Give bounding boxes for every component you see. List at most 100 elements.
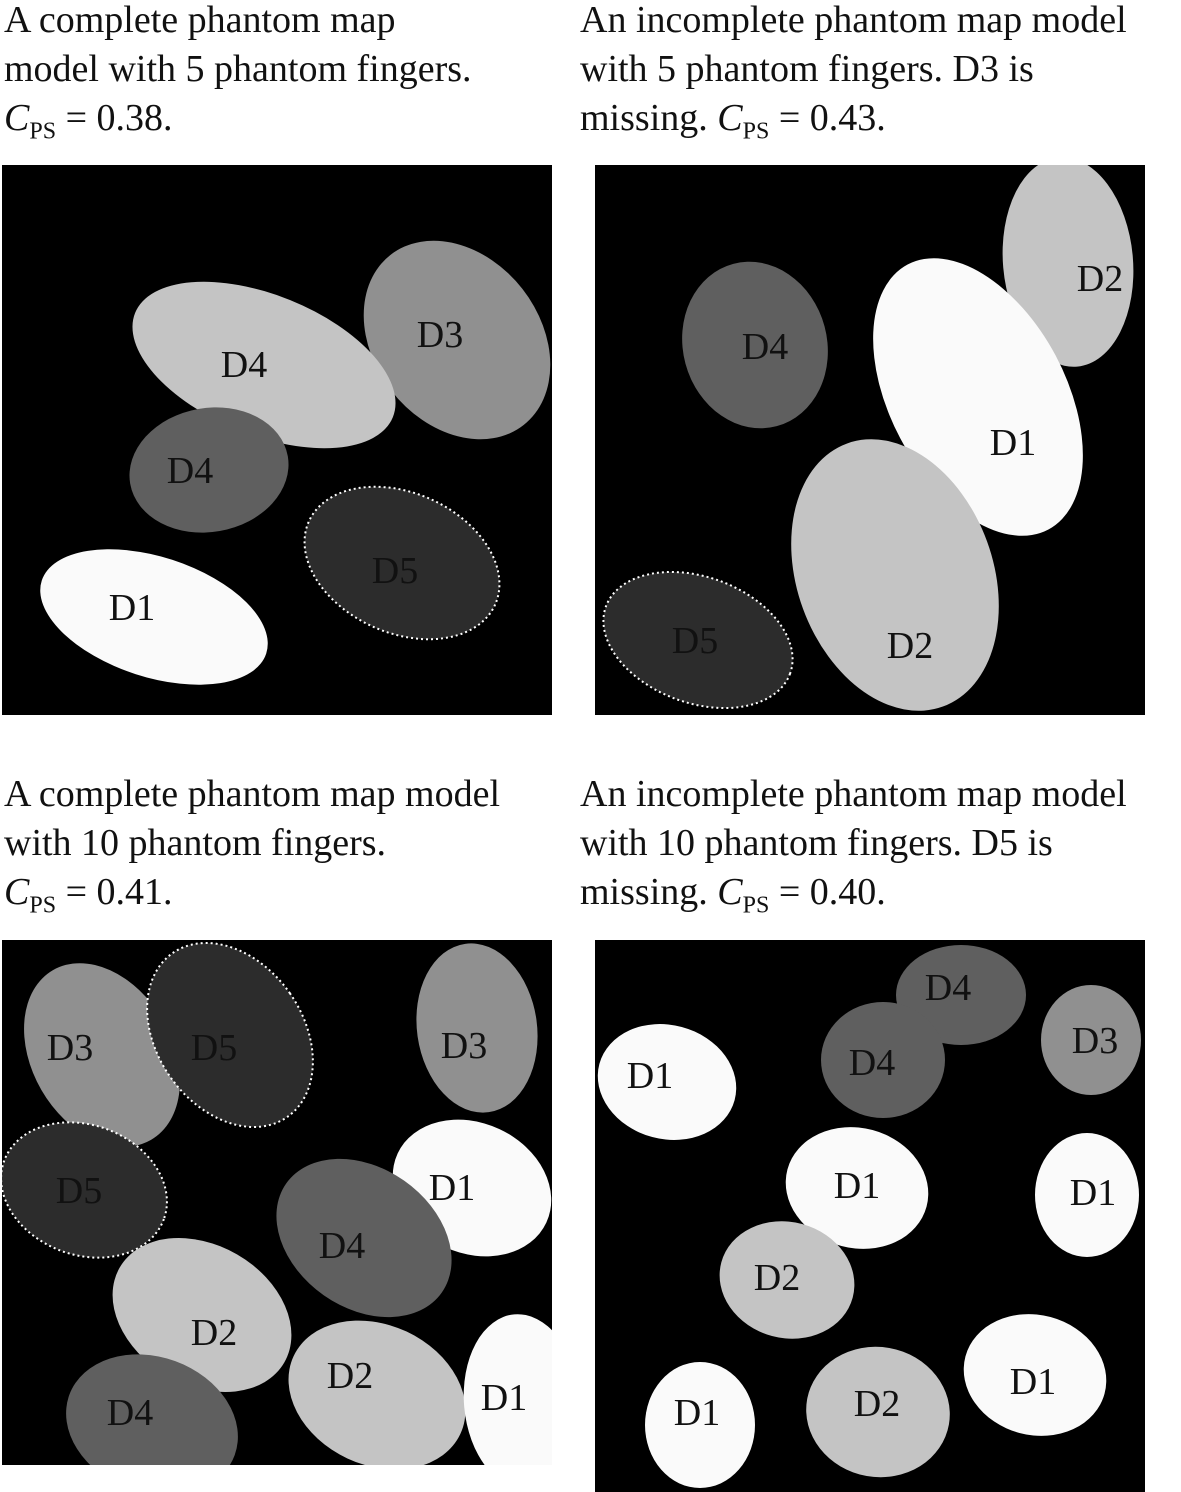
finger-label: D5 <box>56 1170 102 1212</box>
cps-line: CPS = 0.38. <box>4 94 472 157</box>
finger-blob <box>682 261 828 429</box>
finger-label: D1 <box>109 587 155 629</box>
finger-blob <box>1041 985 1141 1095</box>
finger-label: D1 <box>429 1167 475 1209</box>
finger-blob <box>806 1346 950 1478</box>
finger-blob <box>276 1158 452 1318</box>
finger-label: D4 <box>167 450 213 492</box>
caption-line: model with 5 phantom fingers. <box>4 48 472 90</box>
finger-blob <box>363 240 551 440</box>
caption-line: An incomplete phantom map model <box>580 773 1127 815</box>
cps-letter: C <box>4 871 30 913</box>
finger-label: D4 <box>319 1225 365 1267</box>
caption-panel-3: A complete phantom map model with 10 pha… <box>4 770 500 931</box>
finger-blob <box>963 1314 1107 1436</box>
finger-label: D4 <box>925 967 971 1009</box>
cps-prefix: missing. <box>580 871 718 913</box>
cps-letter: C <box>4 97 30 139</box>
finger-label: D3 <box>47 1027 93 1069</box>
finger-label: D2 <box>1077 258 1123 300</box>
phantom-map-svg: D3 D4 D4 D5 D1 <box>40 240 551 685</box>
finger-label: D1 <box>834 1165 880 1207</box>
phantom-map-panel-3: D3 D5 D3 D5 D1 D4 D2 D2 D4 D1 <box>2 940 552 1465</box>
finger-label: D2 <box>887 625 933 667</box>
finger-label: D4 <box>742 326 788 368</box>
finger-label: D1 <box>1070 1172 1116 1214</box>
finger-label: D1 <box>1010 1361 1056 1403</box>
finger-label: D3 <box>1072 1020 1118 1062</box>
finger-label: D5 <box>672 620 718 662</box>
finger-blob <box>719 1221 855 1339</box>
finger-label: D2 <box>327 1355 373 1397</box>
cps-subscript: PS <box>742 118 770 145</box>
cps-value: = 0.38. <box>56 97 173 139</box>
finger-label: D1 <box>674 1392 720 1434</box>
finger-label: D3 <box>441 1025 487 1067</box>
finger-blob <box>288 1320 466 1465</box>
cps-symbol: CPS <box>4 871 56 919</box>
cps-line: missing. CPS = 0.43. <box>580 94 1127 157</box>
finger-label: D3 <box>417 314 463 356</box>
finger-blob <box>602 570 794 710</box>
finger-blob <box>132 281 396 449</box>
cps-prefix: missing. <box>580 97 718 139</box>
caption-line: A complete phantom map model <box>4 773 501 815</box>
cps-value: = 0.40. <box>769 871 886 913</box>
caption-line: with 10 phantom fingers. D5 is <box>580 822 1053 864</box>
finger-blob <box>645 1362 755 1488</box>
finger-blob <box>785 1127 929 1249</box>
finger-label: D4 <box>107 1392 153 1434</box>
caption-panel-4: An incomplete phantom map model with 10 … <box>580 770 1127 931</box>
cps-value: = 0.43. <box>769 97 886 139</box>
finger-blob <box>896 945 1026 1045</box>
phantom-map-svg: D3 D5 D3 D5 D1 D4 D2 D2 D4 D1 <box>2 942 552 1465</box>
finger-blob <box>1035 1133 1139 1257</box>
finger-label: D4 <box>221 344 267 386</box>
cps-symbol: CPS <box>717 871 769 919</box>
caption-line: A complete phantom map <box>4 0 396 41</box>
finger-label: D5 <box>191 1027 237 1069</box>
finger-label: D1 <box>627 1055 673 1097</box>
finger-label: D1 <box>990 422 1036 464</box>
finger-label: D5 <box>372 550 418 592</box>
finger-blob <box>40 549 268 685</box>
caption-panel-2: An incomplete phantom map model with 5 p… <box>580 0 1127 157</box>
phantom-map-panel-4: D4 D4 D3 D1 D1 D1 D2 D1 D2 D1 <box>595 940 1145 1492</box>
caption-line: with 10 phantom fingers. <box>4 822 387 864</box>
cps-symbol: CPS <box>4 97 56 145</box>
finger-blob <box>24 963 180 1147</box>
cps-line: missing. CPS = 0.40. <box>580 868 1127 931</box>
finger-blob <box>2 1121 168 1259</box>
cps-subscript: PS <box>742 892 770 919</box>
cps-subscript: PS <box>29 118 57 145</box>
phantom-map-panel-1: D3 D4 D4 D5 D1 <box>2 165 552 715</box>
finger-label: D1 <box>481 1377 527 1419</box>
cps-subscript: PS <box>29 892 57 919</box>
finger-label: D2 <box>754 1257 800 1299</box>
phantom-map-svg: D4 D4 D3 D1 D1 D1 D2 D1 D2 D1 <box>597 945 1141 1488</box>
finger-blob <box>129 407 289 533</box>
cps-symbol: CPS <box>717 97 769 145</box>
finger-blob <box>66 1354 238 1465</box>
finger-label: D2 <box>191 1312 237 1354</box>
cps-value: = 0.41. <box>56 871 173 913</box>
finger-blob <box>303 485 501 641</box>
caption-line: with 5 phantom fingers. D3 is <box>580 48 1034 90</box>
phantom-map-svg: D2 D4 D1 D2 D5 <box>602 165 1134 711</box>
cps-letter: C <box>717 97 743 139</box>
finger-label: D2 <box>854 1383 900 1425</box>
finger-blob <box>597 1024 737 1140</box>
cps-line: CPS = 0.41. <box>4 868 500 931</box>
phantom-map-panel-2: D2 D4 D1 D2 D5 <box>595 165 1145 715</box>
caption-panel-1: A complete phantom map model with 5 phan… <box>4 0 472 157</box>
finger-blob <box>146 942 314 1128</box>
cps-letter: C <box>717 871 743 913</box>
finger-blob <box>112 1237 292 1393</box>
finger-blob <box>821 1002 945 1118</box>
finger-blob <box>416 943 538 1113</box>
finger-blob <box>463 1314 552 1465</box>
finger-label: D4 <box>849 1042 895 1084</box>
caption-line: An incomplete phantom map model <box>580 0 1127 41</box>
finger-blob <box>1002 165 1134 367</box>
finger-blob <box>791 439 999 711</box>
